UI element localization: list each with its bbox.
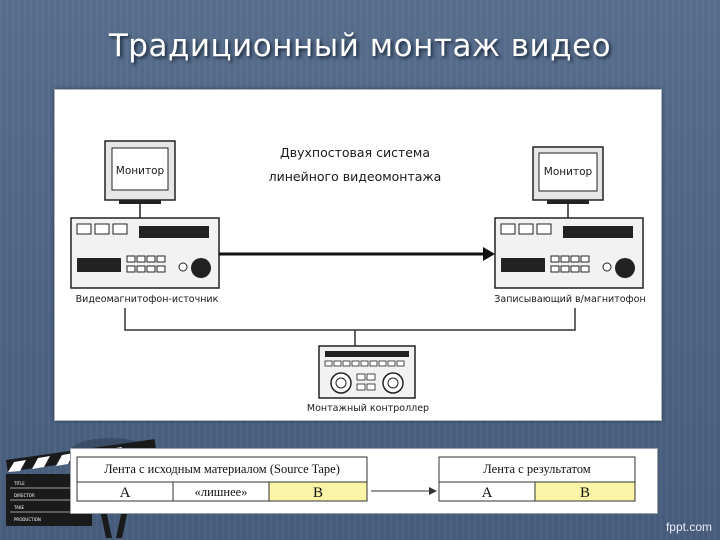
clapper-row-2: TAKE <box>13 505 24 510</box>
monitor-left: Монитор <box>104 140 176 204</box>
clapper-row-0: TITLE <box>13 481 25 486</box>
monitor-left-label: Монитор <box>116 165 165 177</box>
diagram-canvas: Двухпостовая система линейного видеомонт… <box>70 140 646 414</box>
vcr-record-label: Записывающий в/магнитофон <box>494 294 645 305</box>
diagram-heading-line1: Двухпостовая система <box>280 145 430 160</box>
vcr-source-label: Видеомагнитофон-источник <box>76 294 219 305</box>
result-segment-b <box>534 481 636 502</box>
watermark: fppt.com <box>665 520 712 534</box>
monitor-right-label: Монитор <box>544 166 593 178</box>
result-segment-a-label: A <box>482 485 493 501</box>
signal-arrow-head <box>483 247 495 261</box>
source-tape-title: Лента с исходным материалом (Source Tape… <box>104 462 340 476</box>
clapper-row-3: PRODUCTION <box>14 517 41 522</box>
result-segment-b-label: B <box>580 485 590 501</box>
tape-panel: Лента с исходным материалом (Source Tape… <box>70 448 658 514</box>
result-tape-title: Лента с результатом <box>483 462 591 476</box>
source-segment-extra-label: «лишнее» <box>195 485 248 499</box>
tape-arrow-head <box>429 487 437 495</box>
controller-label: Монтажный контроллер <box>307 403 429 414</box>
vcr-source <box>70 217 220 289</box>
tape-diagram: Лента с исходным материалом (Source Tape… <box>76 456 636 502</box>
clapper-row-1: DIRECTOR <box>14 493 35 498</box>
vcr-record <box>494 217 644 289</box>
edit-controller <box>318 345 416 399</box>
diagram-panel: Двухпостовая система линейного видеомонт… <box>54 89 662 421</box>
source-segment-b-label: B <box>313 485 323 501</box>
control-bus-line <box>124 308 576 331</box>
slide-title: Традиционный монтаж видео <box>108 28 612 64</box>
source-segment-b <box>268 481 368 502</box>
source-segment-a-label: A <box>120 485 131 501</box>
monitor-right: Монитор <box>532 146 604 204</box>
diagram-heading-line2: линейного видеомонтажа <box>269 169 442 184</box>
